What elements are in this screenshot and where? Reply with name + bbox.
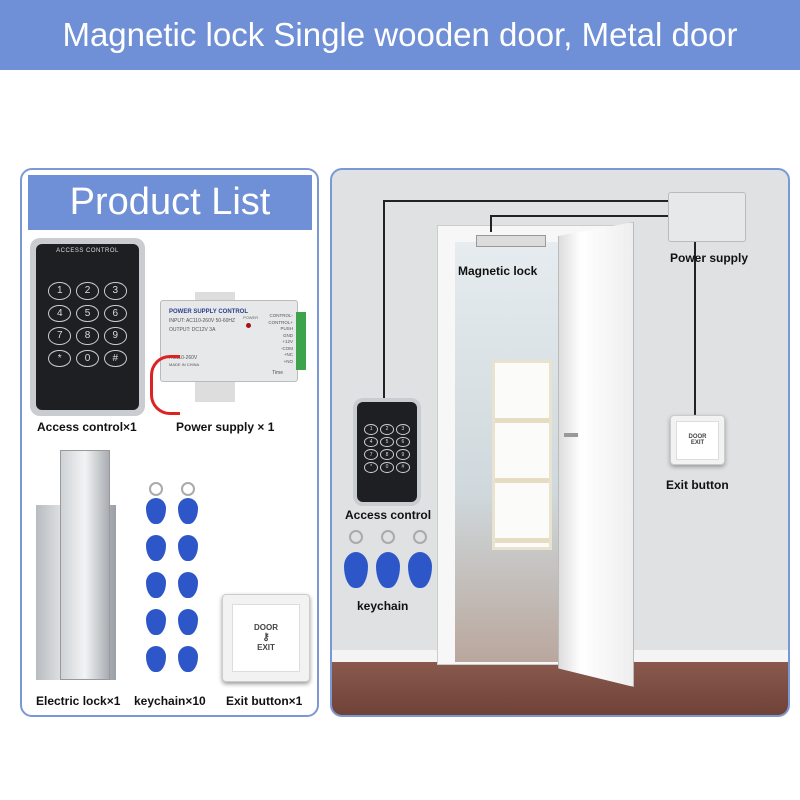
psu-ac: AC110-260V xyxy=(169,355,198,361)
label-magnetic-lock: Magnetic lock xyxy=(458,264,538,278)
keypad-key: 5 xyxy=(76,304,99,322)
keyfob-icon xyxy=(344,552,368,588)
label-power-supply: Power supply xyxy=(670,251,749,265)
keypad-key: # xyxy=(395,462,410,473)
keypad-key: 0 xyxy=(380,462,394,473)
caption-exit-button: Exit button×1 xyxy=(226,694,303,708)
terminal-label: +12V xyxy=(282,339,293,344)
magnetic-lock-mounted xyxy=(476,235,546,247)
keyfob-icon xyxy=(376,552,400,588)
label-keychain: keychain xyxy=(357,599,409,613)
product-list-title: Product List xyxy=(28,175,312,230)
keypad-key: 4 xyxy=(364,436,379,448)
keypad-key: 4 xyxy=(48,304,72,322)
diagram-exit-door-text: DOOR xyxy=(688,434,707,441)
diagram-exit-exit-text: EXIT xyxy=(690,440,705,447)
keyfob-icon xyxy=(146,572,166,598)
exit-button-exit-text: EXIT xyxy=(257,643,275,653)
keyfob-icon xyxy=(178,646,198,672)
keypad-key: 8 xyxy=(380,449,394,461)
diagram-power-supply xyxy=(668,192,746,242)
terminal-label: +NC xyxy=(283,352,293,357)
caption-power-supply: Power supply × 1 xyxy=(176,420,275,434)
keyfob-icon xyxy=(146,609,166,635)
key-ring-icon xyxy=(149,482,163,496)
keypad-key: * xyxy=(364,462,379,473)
keypad-key: # xyxy=(103,349,127,367)
keyfob-icon xyxy=(178,535,198,561)
terminal-block xyxy=(296,312,306,370)
keypad-key: 8 xyxy=(76,327,99,345)
caption-access-control: Access control×1 xyxy=(37,420,137,434)
product-list-panel xyxy=(20,168,319,717)
keypad-key: 9 xyxy=(103,327,127,345)
door-handle xyxy=(564,433,578,437)
shelf xyxy=(492,360,552,550)
keyfob-icon xyxy=(146,535,166,561)
terminal-label: +NO xyxy=(283,358,293,364)
power-led-icon xyxy=(246,323,251,328)
exit-button-door-text: DOOR xyxy=(254,623,278,633)
caption-keychain: keychain×10 xyxy=(134,694,206,708)
terminal-label: PUSH xyxy=(280,326,293,331)
keypad-key: 6 xyxy=(103,304,127,322)
electric-lock-body xyxy=(60,450,110,680)
psu-power-led-label: POWER xyxy=(243,315,259,320)
key-ring-icon xyxy=(381,530,395,544)
label-exit-button: Exit button xyxy=(666,478,729,492)
keypad-key: 3 xyxy=(395,424,410,435)
terminal-label: CONTROL+ xyxy=(268,319,293,325)
banner-title: Magnetic lock Single wooden door, Metal … xyxy=(0,0,800,70)
floor xyxy=(332,660,788,715)
keypad-title: ACCESS CONTROL xyxy=(56,248,119,254)
terminal-label: CONTROL- xyxy=(269,313,294,318)
keypad-key: * xyxy=(48,349,72,367)
psu-title: POWER SUPPLY CONTROL xyxy=(169,309,249,315)
exit-button-device: DOOR⚷EXIT xyxy=(222,594,310,682)
keypad-key: 5 xyxy=(380,436,394,448)
psu-input: INPUT: AC110-260V 50-60HZ xyxy=(169,318,236,324)
keyfob-icon xyxy=(146,498,166,524)
keypad-key: 1 xyxy=(364,424,379,435)
diagram-keychains xyxy=(340,530,440,594)
psu-output: OUTPUT: DC12V 3A xyxy=(169,327,216,333)
key-ring-icon xyxy=(349,530,363,544)
keychain-group xyxy=(140,480,210,680)
keypad-key: 9 xyxy=(395,449,410,461)
psu-time: Time xyxy=(272,370,283,376)
red-wire xyxy=(150,355,180,415)
keypad-key: 7 xyxy=(48,327,72,345)
power-supply-unit: POWER SUPPLY CONTROL INPUT: AC110-260V 5… xyxy=(160,300,298,382)
open-door xyxy=(558,222,634,687)
label-access-control: Access control xyxy=(345,508,432,522)
keypad-key: 1 xyxy=(48,282,72,300)
caption-electric-lock: Electric lock×1 xyxy=(36,694,121,708)
terminal-label: -COM xyxy=(281,345,293,351)
keyfob-icon xyxy=(178,498,198,524)
keypad-key: 7 xyxy=(364,449,379,461)
keypad-key: 6 xyxy=(395,436,410,448)
keypad-key: 0 xyxy=(76,349,99,367)
keypad-key: 3 xyxy=(103,282,127,300)
keyfob-icon xyxy=(178,609,198,635)
keypad-key: 2 xyxy=(76,282,99,300)
keyfob-icon xyxy=(178,572,198,598)
key-ring-icon xyxy=(181,482,195,496)
keyfob-icon xyxy=(408,552,432,588)
psu-made: MADE IN CHINA xyxy=(169,362,200,367)
terminal-label: GND xyxy=(283,332,293,338)
keypad-key: 2 xyxy=(380,424,394,435)
key-icon: ⚷ xyxy=(262,632,270,644)
keyfob-icon xyxy=(146,646,166,672)
key-ring-icon xyxy=(413,530,427,544)
